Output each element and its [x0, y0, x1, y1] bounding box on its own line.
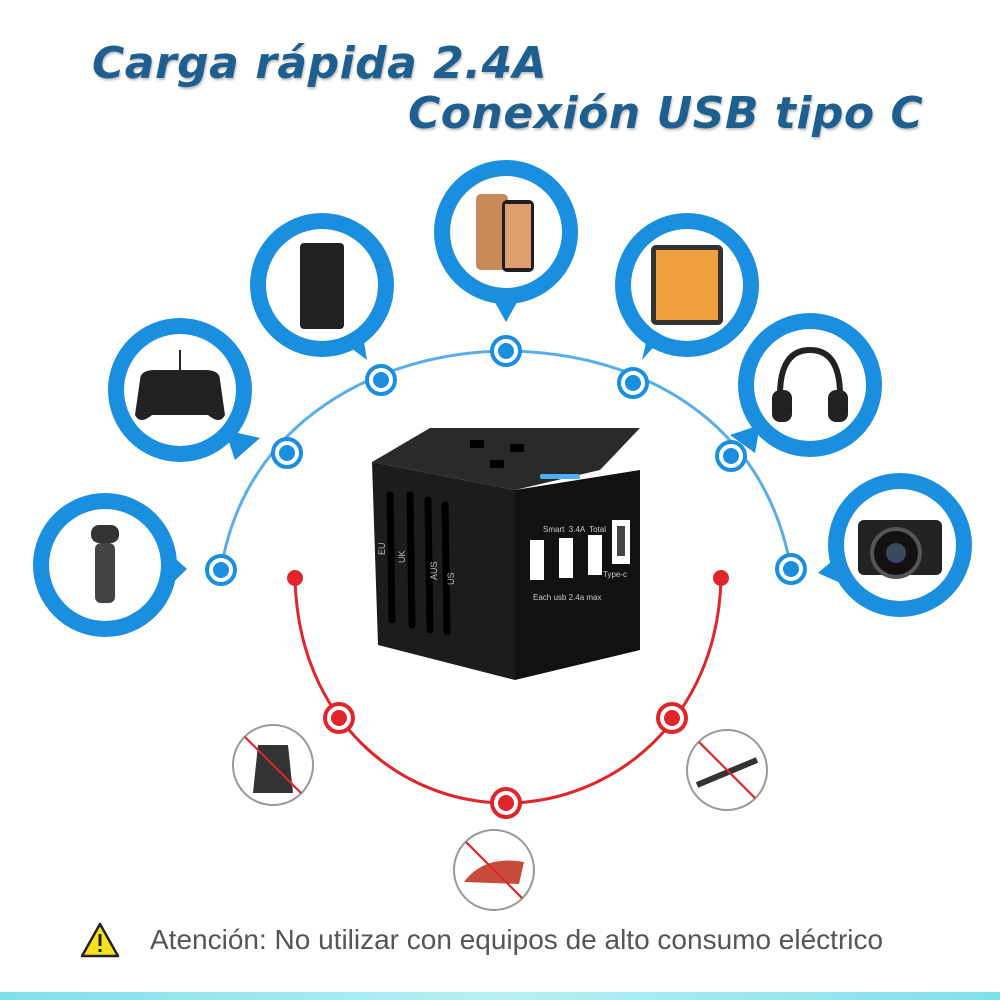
bottom-accent-bar	[0, 992, 1000, 1000]
prohibited-kettle	[232, 724, 314, 806]
bubble-smartphones	[434, 160, 578, 322]
camera-icon	[858, 520, 942, 579]
bubble-tablet	[615, 213, 759, 360]
travel-adapter: EU UK AUS US Smart 3.4A Total Each usb 2…	[372, 428, 640, 680]
bubble-camera	[818, 473, 972, 617]
warning-notice: Atención: No utilizar con equipos de alt…	[80, 922, 883, 958]
bubble-power-bank	[250, 213, 394, 360]
smartphones-icon	[476, 194, 534, 272]
prohibited-curling-iron	[686, 729, 768, 811]
power-bank-icon	[300, 243, 344, 329]
plug-label-aus: AUS	[429, 561, 439, 580]
typec-label: Type-c	[603, 570, 627, 579]
tablet-icon	[651, 245, 723, 325]
port-bottom-label: Each usb 2.4a max	[533, 593, 601, 602]
headphones-icon	[772, 346, 848, 422]
warning-text: Atención: No utilizar con equipos de alt…	[150, 924, 884, 955]
prohibited-iron	[453, 829, 535, 911]
gamepad-icon	[135, 350, 225, 420]
iron-icon	[464, 860, 524, 884]
kettle-icon	[253, 745, 293, 793]
plug-label-eu: EU	[377, 542, 387, 555]
warning-triangle-icon	[80, 922, 120, 958]
headline-line-1: Carga rápida 2.4A	[92, 38, 548, 89]
curling-iron-icon	[695, 757, 759, 788]
port-top-label: Smart 3.4A Total	[543, 525, 606, 534]
plug-label-uk: UK	[397, 550, 407, 563]
shaver-icon	[91, 525, 119, 603]
bubble-shaver	[33, 493, 187, 637]
bubble-gamepad	[108, 318, 260, 462]
bubble-headphones	[730, 313, 882, 457]
headline-line-2: Conexión USB tipo C	[408, 88, 924, 139]
plug-label-us: US	[446, 572, 456, 585]
